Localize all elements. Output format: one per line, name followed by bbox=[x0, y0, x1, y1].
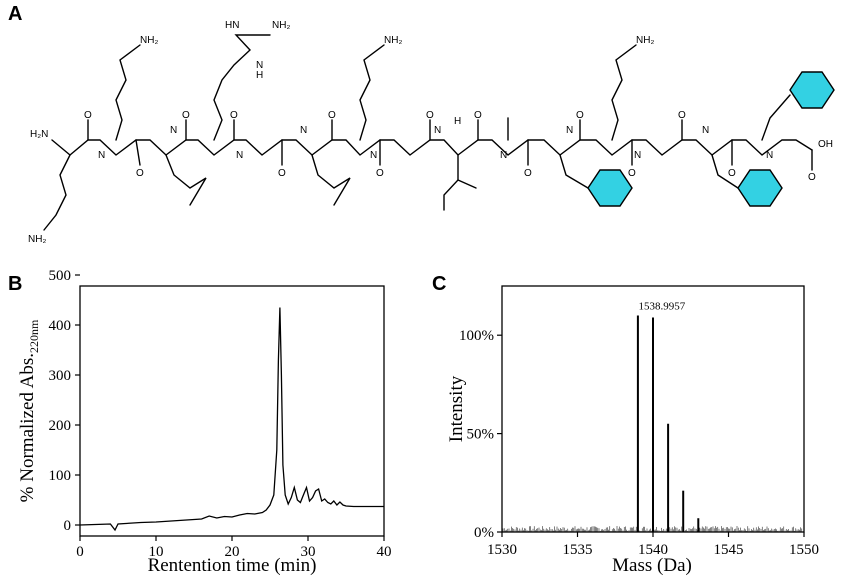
atom-amide-n: N bbox=[566, 125, 573, 136]
peptide-structure: H₂N NH₂ NH₂ NH₂ NH₂ HN NH₂ N H O O O O O… bbox=[28, 20, 835, 245]
atom-o: O bbox=[136, 168, 144, 179]
panel-letter-c: C bbox=[432, 273, 446, 295]
x-tick-label: 1530 bbox=[487, 542, 517, 558]
atom-o: O bbox=[84, 110, 92, 121]
x-axis-label: Mass (Da) bbox=[612, 555, 692, 576]
lys1-side-chain bbox=[43, 154, 71, 231]
atom-o: O bbox=[808, 172, 816, 183]
atom-o: O bbox=[376, 168, 384, 179]
lys12-side-chain bbox=[611, 44, 637, 141]
atom-guanidino-imine: HN bbox=[225, 20, 239, 31]
backbone-chain bbox=[51, 139, 813, 156]
atom-o: O bbox=[678, 110, 686, 121]
atom-amide-n: N bbox=[434, 125, 441, 136]
lys2-side-chain bbox=[115, 44, 141, 141]
y-tick-label: 400 bbox=[49, 318, 72, 334]
panel-letter-b: B bbox=[8, 273, 22, 295]
atom-amide-n: N bbox=[170, 125, 177, 136]
benzene-ring-icon bbox=[737, 169, 783, 207]
atom-amide-n: N bbox=[300, 125, 307, 136]
y-tick-label: 50% bbox=[467, 427, 495, 443]
atom-lys2-nh2: NH₂ bbox=[140, 35, 158, 46]
panel-letter-a: A bbox=[8, 3, 22, 25]
benzene-ring-icon bbox=[789, 71, 835, 109]
x-tick-label: 1545 bbox=[714, 542, 744, 558]
y-tick-label: 200 bbox=[49, 418, 72, 434]
phe13-side-chain bbox=[711, 154, 739, 189]
x-tick-label: 1540 bbox=[638, 542, 668, 558]
atom-o: O bbox=[328, 110, 336, 121]
atom-amide-n: N bbox=[500, 150, 507, 161]
atom-guanidino-nh: N bbox=[256, 60, 263, 71]
y-axis-label: % Normalized Abs.220nm bbox=[17, 319, 41, 502]
peak-bars: 1538.9957 bbox=[636, 301, 700, 532]
atom-amide-n: N bbox=[236, 150, 243, 161]
atom-amide-n: N bbox=[702, 125, 709, 136]
benzene-ring-icon bbox=[587, 169, 633, 207]
atom-o: O bbox=[628, 168, 636, 179]
y-tick-label: 0% bbox=[474, 525, 494, 541]
y-tick-label: 100% bbox=[459, 328, 494, 344]
axis-ticks: 1530 1535 1540 1545 1550 0% 50% 100% bbox=[459, 328, 819, 558]
phe14-side-chain bbox=[761, 94, 791, 141]
y-tick-label: 300 bbox=[49, 368, 72, 384]
x-tick-label: 0 bbox=[76, 544, 84, 560]
atom-h: H bbox=[454, 116, 461, 127]
phe11-side-chain bbox=[559, 154, 589, 189]
leu6-side-chain bbox=[311, 154, 351, 206]
ile9-methyl bbox=[457, 179, 477, 189]
atom-amide-n: N bbox=[98, 150, 105, 161]
arg4-side-chain bbox=[213, 34, 271, 141]
x-tick-label: 20 bbox=[225, 544, 240, 560]
atom-o: O bbox=[524, 168, 532, 179]
atom-amide-n: N bbox=[370, 150, 377, 161]
atom-lys12-nh2: NH₂ bbox=[636, 35, 654, 46]
atom-guanidino-nh2: NH₂ bbox=[272, 20, 290, 31]
leu3-side-chain bbox=[165, 154, 207, 206]
lys7-side-chain bbox=[359, 44, 385, 141]
y-tick-label: 0 bbox=[64, 518, 72, 534]
x-tick-label: 40 bbox=[377, 544, 392, 560]
atom-carboxyl-oh: OH bbox=[818, 139, 833, 150]
ile9-side-chain bbox=[443, 154, 459, 211]
atom-o: O bbox=[278, 168, 286, 179]
x-axis-label: Rentention time (min) bbox=[148, 555, 317, 576]
atom-lys7-nh2: NH₂ bbox=[384, 35, 402, 46]
y-axis-label: Intensity bbox=[446, 375, 467, 442]
x-tick-label: 1535 bbox=[563, 542, 593, 558]
atom-o: O bbox=[230, 110, 238, 121]
atom-o: O bbox=[576, 110, 584, 121]
atom-amide-n: N bbox=[634, 150, 641, 161]
atom-amide-n: N bbox=[766, 150, 773, 161]
series-line bbox=[79, 307, 384, 532]
x-tick-label: 30 bbox=[301, 544, 316, 560]
y-axis-label-main: % Normalized Abs. bbox=[17, 353, 38, 502]
atom-o: O bbox=[182, 110, 190, 121]
y-tick-label: 500 bbox=[49, 268, 72, 284]
atom-o: O bbox=[474, 110, 482, 121]
atom-lys1-nh2: NH₂ bbox=[28, 234, 46, 245]
y-axis-label-subscript: 220nm bbox=[27, 319, 41, 353]
y-tick-label: 100 bbox=[49, 468, 72, 484]
atom-o: O bbox=[728, 168, 736, 179]
atom-amine-n-terminus: H₂N bbox=[30, 129, 48, 140]
atom-o: O bbox=[426, 110, 434, 121]
plot-frame bbox=[79, 285, 385, 537]
carbonyl-2 bbox=[135, 139, 141, 166]
peak-label: 1538.9957 bbox=[639, 301, 686, 313]
atom-guanidino-h: H bbox=[256, 70, 263, 81]
x-tick-label: 10 bbox=[149, 544, 164, 560]
x-tick-label: 1550 bbox=[789, 542, 819, 558]
